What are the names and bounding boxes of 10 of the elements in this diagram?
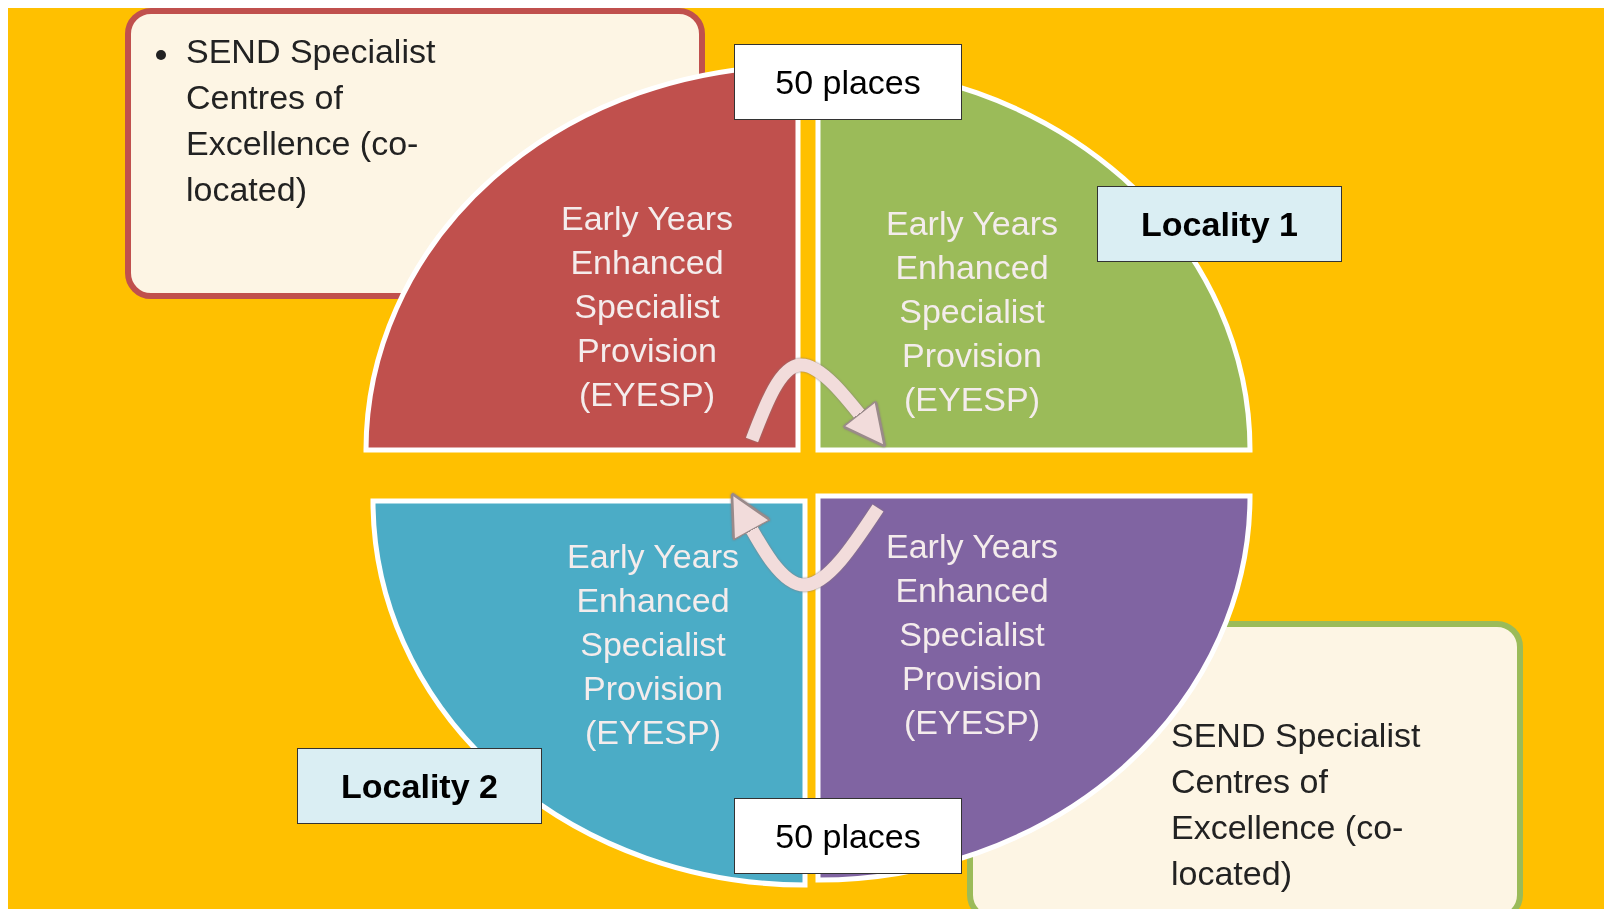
label-text: 50 places	[775, 62, 921, 102]
quadrant-text: Early Years Enhanced Specialist Provision (EYESP)	[566, 536, 740, 753]
callout-text: SEND Specialist Centres of Excellence (co-located)	[1171, 715, 1422, 894]
quadrant-text: Early Years Enhanced Specialist Provision (EYESP)	[885, 203, 1059, 420]
quadrant-text: Early Years Enhanced Specialist Provision (EYESP)	[885, 526, 1059, 743]
label-text: Locality 1	[1141, 204, 1298, 244]
quadrant-text: Early Years Enhanced Specialist Provision (EYESP)	[560, 198, 734, 415]
label-text: 50 places	[775, 816, 921, 856]
label-text: Locality 2	[341, 766, 498, 806]
callout-text: SEND Specialist Centres of Excellence (co-located)	[186, 31, 437, 210]
